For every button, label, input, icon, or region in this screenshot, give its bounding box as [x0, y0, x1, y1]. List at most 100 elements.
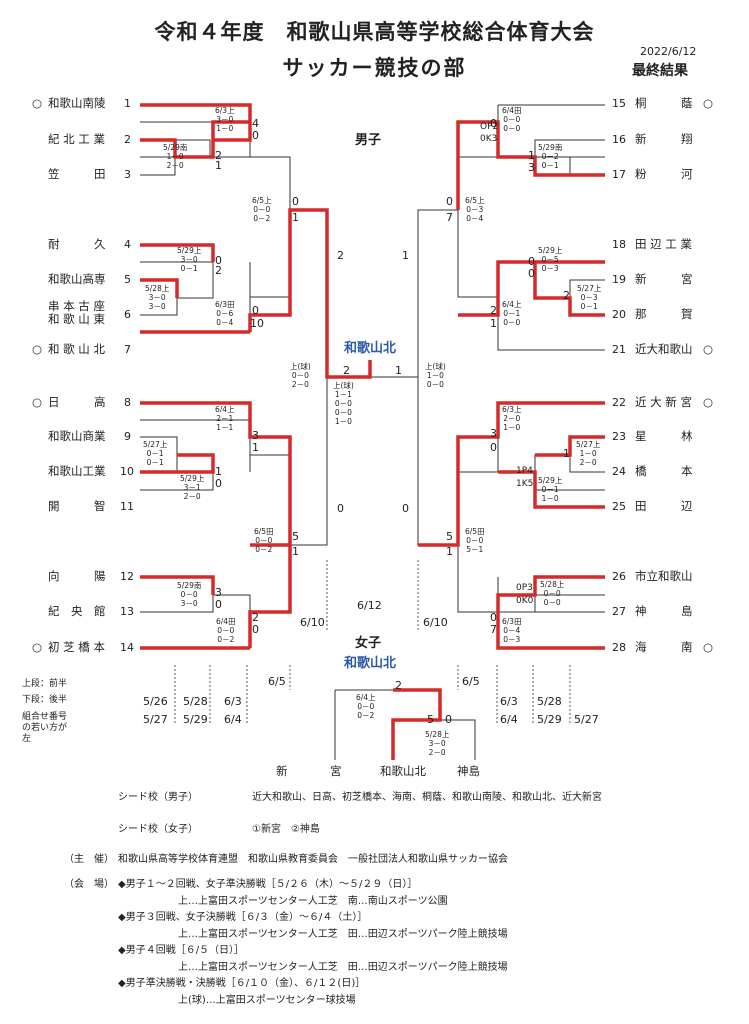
seed-girls-label: シード校（女子）	[118, 824, 198, 835]
girls-team: 新	[276, 764, 288, 778]
date-col: 5/29	[537, 713, 562, 726]
semi-score: 0	[337, 502, 344, 515]
pk-mark: 0K3	[480, 134, 498, 144]
team-number: 26	[612, 570, 626, 583]
seed-mark: ○	[32, 640, 43, 654]
team-number: 7	[124, 343, 131, 356]
match-score: 6/5田 0－0 0－2	[254, 527, 274, 554]
team-number: 28	[612, 641, 626, 654]
team-name: 開 智	[48, 499, 106, 513]
seed-mark: ○	[703, 395, 714, 409]
girls-score: 0	[445, 713, 452, 726]
legend-line: 組合せ番号 の若い方が 左	[22, 712, 68, 744]
seed-boys: 近大和歌山、日高、初芝橋本、海南、桐蔭、和歌山南陵、和歌山北、近大新宮	[252, 792, 602, 803]
team-name: 近 大 新 宮	[635, 395, 692, 409]
round-score: 0	[490, 117, 497, 130]
girls-champion: 和歌山北	[344, 656, 397, 671]
final-score: 1	[395, 364, 402, 377]
date-col: 5/28	[537, 695, 562, 708]
date-col: 6/4	[500, 713, 518, 726]
team-name: 近大和歌山	[635, 342, 693, 356]
date-col: 6/3	[224, 695, 242, 708]
seed-mark: ○	[32, 96, 43, 110]
team-number: 17	[612, 168, 626, 181]
match-score: 5/29南 0－0 3－0	[177, 581, 202, 608]
match-score: 上(球) 1－0 0－0	[425, 362, 446, 389]
pk-mark: 0P3	[516, 583, 533, 593]
round-score: 3	[215, 586, 222, 599]
match-score: 5/29上 0－1 1－0	[538, 476, 563, 503]
team-number: 8	[124, 396, 131, 409]
team-number: 3	[124, 168, 131, 181]
pk-mark: 1P4	[516, 466, 533, 476]
match-score: 6/4上 0－0 0－2	[356, 693, 376, 720]
team-name: 和 歌 山 北	[48, 342, 105, 356]
team-name: 初 芝 橋 本	[48, 640, 105, 654]
match-score: 6/4上 2－1 1－1	[215, 405, 235, 432]
girls-team: 和歌山北	[380, 764, 426, 778]
round-score: 1	[446, 545, 453, 558]
venue-line: 上…上富田スポーツセンター人工芝 田…田辺スポーツパーク陸上競技場	[178, 962, 508, 973]
final-score: 2	[343, 364, 350, 377]
round-score: 2	[252, 611, 259, 624]
team-name: 向 陽	[48, 569, 106, 583]
team-name: 和歌山工業	[48, 464, 106, 478]
round-score: 0	[215, 254, 222, 267]
round-score: 2	[490, 304, 497, 317]
date-marker: 6/5	[268, 675, 286, 688]
winning-path-lines	[140, 103, 605, 760]
match-score: 5/28上 3－0 3－0	[145, 284, 170, 311]
round-score: 0	[446, 195, 453, 208]
team-name: 新 宮	[635, 272, 693, 286]
match-score: 6/4上 0－1 0－0	[502, 300, 522, 327]
venue-label: （会 場）	[64, 879, 114, 890]
match-score: 5/29上 3－1 2－0	[180, 474, 205, 501]
match-score: 5/28上 0－0 0－0	[540, 580, 565, 607]
round-score: 0	[215, 477, 222, 490]
date-marker: 6/10	[300, 616, 325, 629]
girls-section-label: 女子	[355, 636, 382, 651]
match-score: 5/29南 1－0 2－0	[163, 143, 188, 170]
match-score: 6/3上 2－0 1－0	[502, 405, 522, 432]
team-number: 25	[612, 500, 626, 513]
round-score: 0	[292, 195, 299, 208]
round-score: 1	[292, 211, 299, 224]
team-number: 19	[612, 273, 626, 286]
team-name: 市立和歌山	[635, 569, 693, 583]
page-title: 令和４年度 和歌山県高等学校総合体育大会	[154, 20, 595, 44]
round-score: 0	[252, 304, 259, 317]
team-number: 10	[120, 465, 134, 478]
seed-girls: ①新宮 ②神島	[252, 824, 320, 835]
team-name: 橋 本	[635, 464, 693, 478]
venue-line: 上(球)…上富田スポーツセンター球技場	[178, 995, 356, 1006]
legend-line: 上段：前半	[22, 679, 68, 689]
round-score: 3	[528, 161, 535, 174]
team-name: 田 辺	[635, 499, 693, 513]
team-name: 海 南	[635, 640, 693, 654]
girls-team: 神島	[457, 764, 480, 778]
team-name: 和歌山南陵	[48, 96, 106, 110]
round-score: 0	[252, 623, 259, 636]
round-score: 2	[215, 264, 222, 277]
match-score: 6/4田 0－0 0－0	[502, 106, 522, 133]
team-number: 15	[612, 97, 626, 110]
round-score: 1	[252, 441, 259, 454]
match-score: 6/3田 0－4 0－3	[502, 617, 522, 644]
round-score: 7	[446, 211, 453, 224]
seed-mark: ○	[703, 640, 714, 654]
date-col: 6/3	[500, 695, 518, 708]
team-number: 13	[120, 605, 134, 618]
seed-mark: ○	[32, 342, 43, 356]
date-divider-lines	[174, 560, 571, 725]
page-subtitle: サッカー競技の部	[282, 56, 467, 80]
host-label: （主 催）	[64, 854, 114, 865]
host-text: 和歌山県高等学校体育連盟 和歌山県教育委員会 一般社団法人和歌山県サッカー協会	[118, 854, 508, 865]
date-col: 6/4	[224, 713, 242, 726]
match-score: 6/3上 3－0 1－0	[215, 106, 235, 133]
date-marker: 6/12	[357, 599, 382, 612]
round-score: 4	[252, 117, 259, 130]
team-name: 和歌山高専	[48, 272, 106, 286]
date-marker: 6/10	[423, 616, 448, 629]
semi-score: 2	[337, 249, 344, 262]
round-score: 0	[490, 441, 497, 454]
